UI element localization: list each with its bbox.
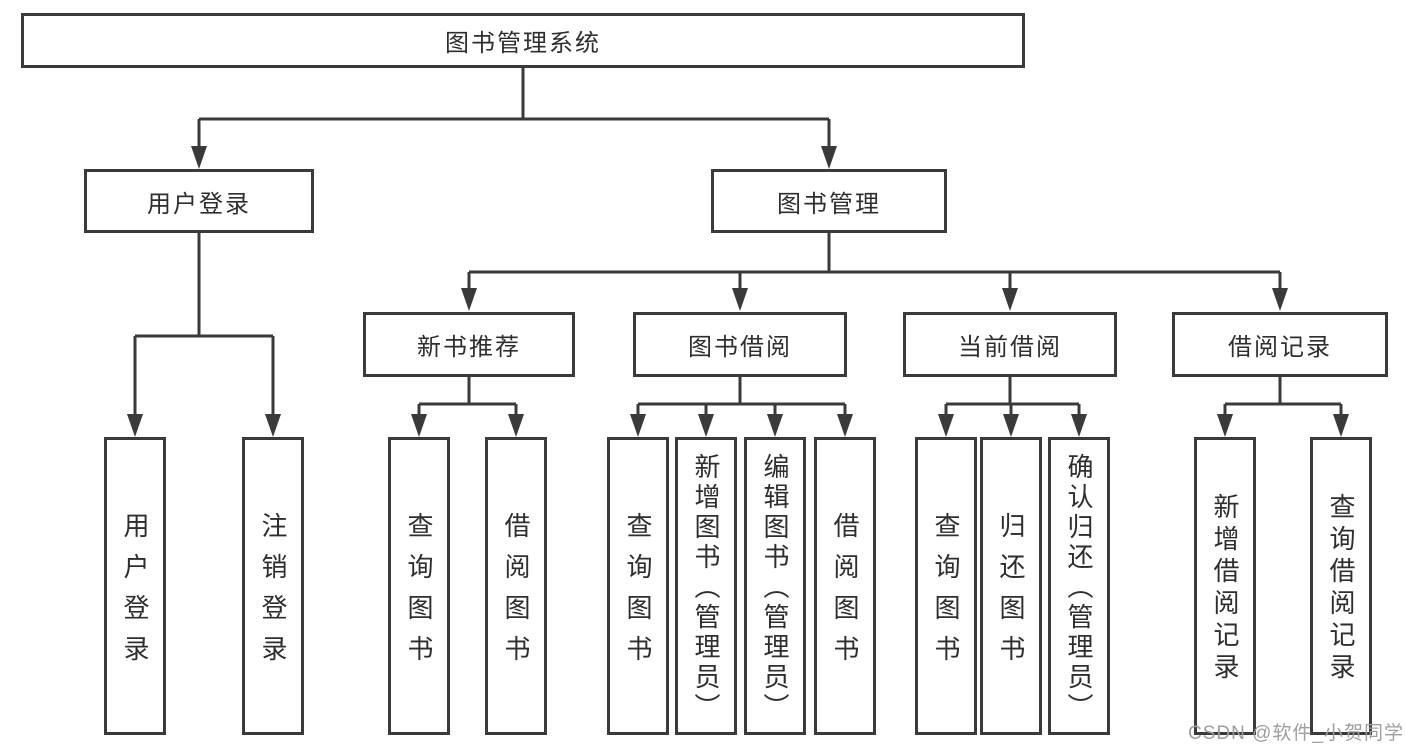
csdn-watermark: CSDN @软件_小贺同学 bbox=[1188, 723, 1404, 744]
leaf-borrow-edit-books-admin: 编辑图书（管理员） bbox=[744, 437, 806, 735]
leaf-newbook-borrow-books-label: 借阅图书 bbox=[501, 511, 531, 676]
node-borrow-records: 借阅记录 bbox=[1172, 312, 1388, 377]
leaf-login-logout: 注销登录 bbox=[242, 437, 304, 735]
leaf-borrow-query-books: 查询图书 bbox=[607, 437, 669, 735]
node-new-book-recommend: 新书推荐 bbox=[363, 312, 575, 377]
leaf-record-add-record: 新增借阅记录 bbox=[1194, 437, 1256, 735]
leaf-current-confirm-return-admin-label: 确认归还（管理员） bbox=[1064, 453, 1094, 723]
leaf-borrow-add-books-admin: 新增图书（管理员） bbox=[675, 437, 737, 735]
leaf-newbook-borrow-books: 借阅图书 bbox=[485, 437, 547, 735]
leaf-newbook-query-books: 查询图书 bbox=[388, 437, 450, 735]
node-borrow-records-label: 借阅记录 bbox=[1228, 334, 1332, 361]
connector-borrow-to-children bbox=[630, 377, 853, 437]
node-current-borrowing: 当前借阅 bbox=[903, 312, 1117, 377]
leaf-login-user-login: 用户登录 bbox=[104, 437, 166, 735]
leaf-newbook-query-books-label: 查询图书 bbox=[404, 511, 434, 676]
node-book-management-label: 图书管理 bbox=[777, 190, 881, 218]
leaf-borrow-borrow-books-label: 借阅图书 bbox=[830, 511, 860, 676]
node-user-login-label: 用户登录 bbox=[147, 190, 251, 218]
connector-current-to-children bbox=[938, 377, 1087, 437]
node-root-label: 图书管理系统 bbox=[445, 30, 601, 57]
leaf-record-query-record: 查询借阅记录 bbox=[1310, 437, 1372, 735]
leaf-login-user-login-label: 用户登录 bbox=[120, 511, 150, 676]
node-user-login: 用户登录 bbox=[84, 169, 314, 233]
connector-login-to-children bbox=[127, 233, 281, 437]
connector-newbook-to-children bbox=[411, 377, 524, 437]
leaf-borrow-borrow-books: 借阅图书 bbox=[814, 437, 876, 735]
connector-record-to-children bbox=[1217, 377, 1349, 437]
node-book-management: 图书管理 bbox=[711, 169, 947, 233]
leaf-borrow-add-books-admin-label: 新增图书（管理员） bbox=[691, 453, 721, 723]
node-book-borrowing-label: 图书借阅 bbox=[688, 334, 792, 361]
node-root: 图书管理系统 bbox=[21, 13, 1025, 68]
node-new-book-recommend-label: 新书推荐 bbox=[417, 334, 521, 361]
leaf-borrow-edit-books-admin-label: 编辑图书（管理员） bbox=[760, 453, 790, 723]
leaf-current-confirm-return-admin: 确认归还（管理员） bbox=[1048, 437, 1110, 735]
leaf-current-query-books: 查询图书 bbox=[915, 437, 977, 735]
leaf-record-query-record-label: 查询借阅记录 bbox=[1326, 493, 1356, 685]
connector-management-to-level3 bbox=[461, 233, 1288, 311]
leaf-borrow-query-books-label: 查询图书 bbox=[623, 511, 653, 676]
leaf-current-query-books-label: 查询图书 bbox=[931, 511, 961, 676]
leaf-login-logout-label: 注销登录 bbox=[258, 511, 288, 676]
leaf-record-add-record-label: 新增借阅记录 bbox=[1210, 493, 1240, 685]
connector-root-to-level2 bbox=[191, 68, 837, 169]
leaf-current-return-books-label: 归还图书 bbox=[996, 511, 1026, 676]
leaf-current-return-books: 归还图书 bbox=[980, 437, 1042, 735]
node-current-borrowing-label: 当前借阅 bbox=[958, 334, 1062, 361]
node-book-borrowing: 图书借阅 bbox=[633, 312, 847, 377]
